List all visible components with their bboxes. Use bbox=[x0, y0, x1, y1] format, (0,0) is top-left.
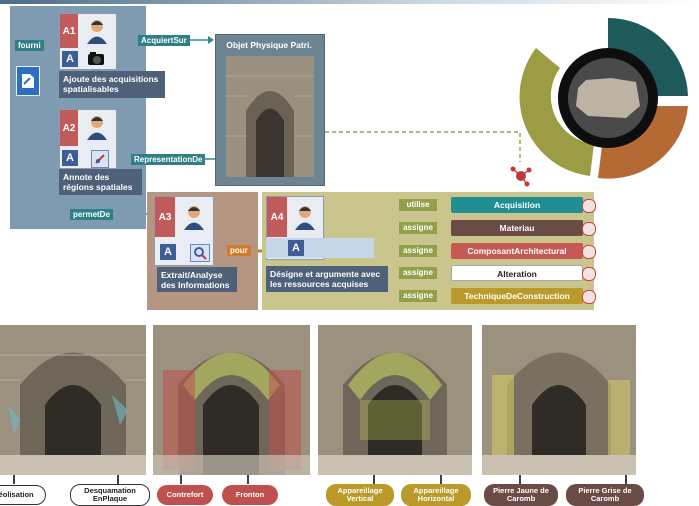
link-node-icon bbox=[582, 222, 596, 236]
agent-a4-caption: Désigne et argumente avec les ressources… bbox=[266, 266, 388, 292]
tool-a-icon: A bbox=[288, 240, 304, 256]
label-pill: Pierre Jaune de Caromb bbox=[484, 484, 558, 506]
relation-label: assigne bbox=[399, 245, 437, 257]
edge-permet-de: permetDe bbox=[70, 209, 113, 220]
target-composant: ComposantArchitectural bbox=[451, 243, 583, 259]
person-icon bbox=[290, 201, 320, 233]
portal-photo-components bbox=[153, 325, 310, 475]
magnifier-icon bbox=[190, 244, 210, 262]
relation-label: utilise bbox=[399, 199, 437, 211]
label-pill: Appareillage Vertical bbox=[326, 484, 394, 506]
label-pill: Desquamation EnPlaque bbox=[70, 484, 150, 506]
person-icon bbox=[82, 112, 112, 142]
relation-label: assigne bbox=[399, 222, 437, 234]
link-node-icon bbox=[582, 245, 596, 259]
agent-a2-caption: Annote des régions spatiales bbox=[59, 169, 142, 195]
portal-photo-alterations bbox=[0, 325, 146, 475]
camera-icon bbox=[85, 51, 107, 67]
link-node-icon bbox=[582, 199, 596, 213]
relation-label: assigne bbox=[399, 267, 437, 279]
edge-representation-de: RepresentationDe bbox=[131, 154, 206, 165]
annotate-icon bbox=[91, 150, 109, 168]
network-node-icon bbox=[509, 164, 533, 188]
agent-a3-code: A3 bbox=[155, 197, 175, 237]
tool-a-icon: A bbox=[62, 150, 78, 166]
target-technique: TechniqueDeConstruction bbox=[451, 288, 583, 304]
cycle-ring-graphic bbox=[516, 8, 699, 188]
edge-acquiert-sur: AcquiertSur bbox=[138, 35, 190, 46]
label-pill: Contrefort bbox=[157, 485, 213, 505]
label-pill: Pierre Grise de Caromb bbox=[566, 484, 644, 506]
label-pill: Fronton bbox=[222, 485, 278, 505]
document-icon bbox=[16, 66, 40, 96]
link-node-icon bbox=[582, 290, 596, 304]
portal-photo-techniques bbox=[318, 325, 472, 475]
agent-a1-code: A1 bbox=[60, 14, 78, 48]
target-alteration: Alteration bbox=[451, 265, 583, 281]
label-pill: ...éolisation bbox=[0, 485, 46, 505]
portal-photo-thumbnail bbox=[226, 56, 314, 177]
person-icon bbox=[179, 201, 209, 233]
agent-a4-tool-bar bbox=[266, 238, 374, 258]
relation-label: assigne bbox=[399, 290, 437, 302]
target-acquisition: Acquisition bbox=[451, 197, 583, 213]
agent-a4-code: A4 bbox=[267, 197, 287, 237]
agent-a1-caption: Ajoute des acquisitions spatialisables bbox=[59, 71, 165, 98]
tool-a-icon: A bbox=[62, 51, 78, 67]
portal-photo-materials bbox=[482, 325, 636, 475]
label-pill: Appareillage Horizontal bbox=[401, 484, 471, 506]
person-icon bbox=[82, 16, 112, 46]
top-gradient-bar bbox=[0, 0, 699, 4]
edge-fourni: fourni bbox=[15, 40, 44, 51]
target-materiau: Materiau bbox=[451, 220, 583, 236]
agent-a2-code: A2 bbox=[60, 110, 78, 146]
physical-object-title: Objet Physique Patri. bbox=[226, 40, 312, 50]
tool-a-icon: A bbox=[160, 244, 176, 260]
link-node-icon bbox=[582, 267, 596, 281]
agent-a3-caption: Extrait/Analyse des Informations bbox=[157, 267, 237, 292]
edge-pour: pour bbox=[227, 245, 251, 256]
